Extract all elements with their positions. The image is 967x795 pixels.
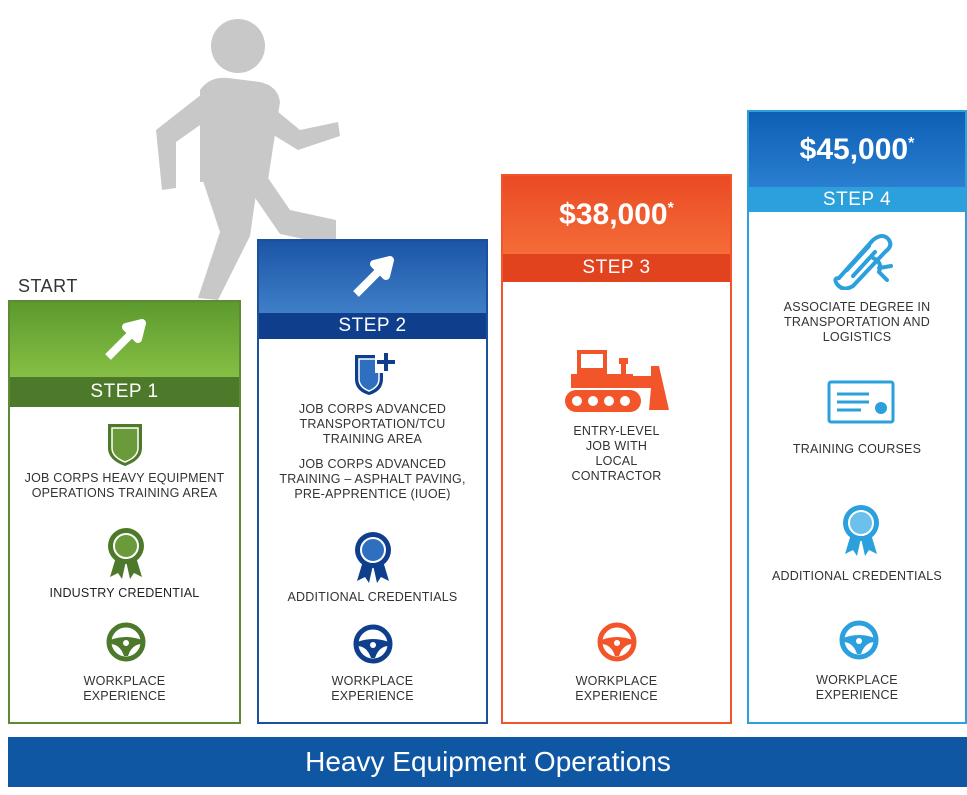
ribbon-award-icon [355,532,391,583]
step-3-item-1-text: ENTRY-LEVEL JOB WITH LOCAL CONTRACTOR [571,424,662,483]
certificate-icon [827,380,895,424]
step-1-item-1-text: JOB CORPS HEAVY EQUIPMENT OPERATIONS TRA… [24,471,225,500]
steering-wheel-icon [597,622,637,662]
step-1-item-2-text: INDUSTRY CREDENTIAL [49,586,200,600]
steering-wheel-icon [353,624,393,664]
shield-plus-icon [355,351,397,395]
banner-title: Heavy Equipment Operations [8,737,967,787]
step-1-header [10,302,239,377]
step-2-column: STEP 2 JOB CORPS ADVANCED TRANSPORTATION… [257,239,488,724]
bulldozer-icon [565,350,669,412]
step-2-item-4-text: WORKPLACE EXPERIENCE [331,674,414,703]
step-1-label: STEP 1 [10,377,239,407]
step-4-item-1-text: ASSOCIATE DEGREE IN TRANSPORTATION AND L… [783,300,931,344]
step-1-item-3-text: WORKPLACE EXPERIENCE [83,674,166,703]
step-2-item-1-text: JOB CORPS ADVANCED TRANSPORTATION/TCU TR… [298,402,447,446]
step-3-header: $38,000* [503,176,730,254]
step-4-item-4-text: WORKPLACE EXPERIENCE [815,673,899,702]
step-4-label: STEP 4 [749,187,965,212]
arrow-up-right-icon [352,256,394,297]
ribbon-award-icon [843,505,879,556]
step-2-item-3-text: ADDITIONAL CREDENTIALS [287,590,458,604]
step-4-salary: $45,000* [799,132,915,166]
step-3-salary: $38,000* [559,198,674,231]
start-label: START [18,276,78,296]
walking-person-icon [156,19,340,300]
ribbon-award-icon [108,528,144,579]
step-3-item-2-text: WORKPLACE EXPERIENCE [575,674,658,703]
steering-wheel-icon [106,622,146,662]
step-1-column: STEP 1 JOB CORPS HEAVY EQUIPMENT OPERATI… [8,300,241,724]
step-3-column: $38,000* STEP 3 ENTRY-LEVEL JOB WITH LOC… [501,174,732,724]
diploma-scroll-icon [833,234,893,290]
step-4-item-3-text: ADDITIONAL CREDENTIALS [772,569,942,583]
step-3-label: STEP 3 [503,254,730,282]
step-4-header: $45,000* [749,112,965,187]
step-4-item-2-text: TRAINING COURSES [792,442,922,456]
step-4-column: $45,000* STEP 4 ASSOCIATE DEGREE IN TRAN… [747,110,967,724]
steering-wheel-icon [839,620,879,660]
shield-icon [108,424,142,466]
step-2-item-2-text: JOB CORPS ADVANCED TRAINING – ASPHALT PA… [279,457,466,501]
step-2-header [259,241,486,313]
arrow-up-right-icon [104,318,146,360]
step-2-label: STEP 2 [259,313,486,339]
